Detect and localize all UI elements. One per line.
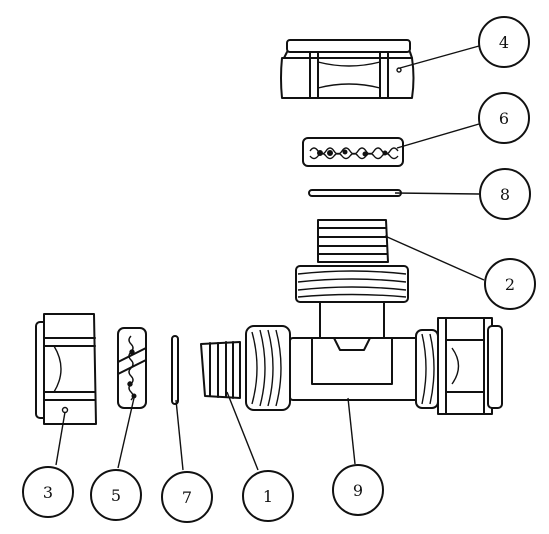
callout-5: 5	[90, 469, 142, 521]
callout-9: 9	[332, 464, 384, 516]
callout-7-label: 7	[182, 488, 192, 507]
part-7-oring-left	[171, 335, 179, 405]
callout-1-label: 1	[263, 487, 273, 506]
callout-2: 2	[484, 258, 536, 310]
callout-1: 1	[242, 470, 294, 522]
callout-3: 3	[22, 466, 74, 518]
callout-9-label: 9	[353, 481, 363, 500]
part-9-tee-body	[245, 265, 439, 411]
leader-lines	[55, 45, 485, 471]
part-2-insert-top	[317, 219, 389, 263]
callout-8-label: 8	[500, 185, 510, 204]
callout-7: 7	[161, 471, 213, 523]
callout-3-label: 3	[43, 483, 53, 502]
part-3-nut-left	[35, 313, 97, 425]
part-6-ring-top	[302, 137, 404, 167]
callout-4-label: 4	[499, 33, 509, 52]
part-1-insert-left	[200, 341, 241, 399]
callout-6: 6	[478, 92, 530, 144]
callout-8: 8	[479, 168, 531, 220]
callout-5-label: 5	[111, 486, 121, 505]
callout-4: 4	[478, 16, 530, 68]
callout-6-label: 6	[499, 109, 509, 128]
callout-2-label: 2	[505, 275, 515, 294]
part-8-oring-top	[308, 189, 402, 197]
part-5-ring-left	[117, 327, 147, 409]
part-4-nut-top	[280, 39, 415, 99]
right-nut-assembled	[437, 317, 503, 415]
